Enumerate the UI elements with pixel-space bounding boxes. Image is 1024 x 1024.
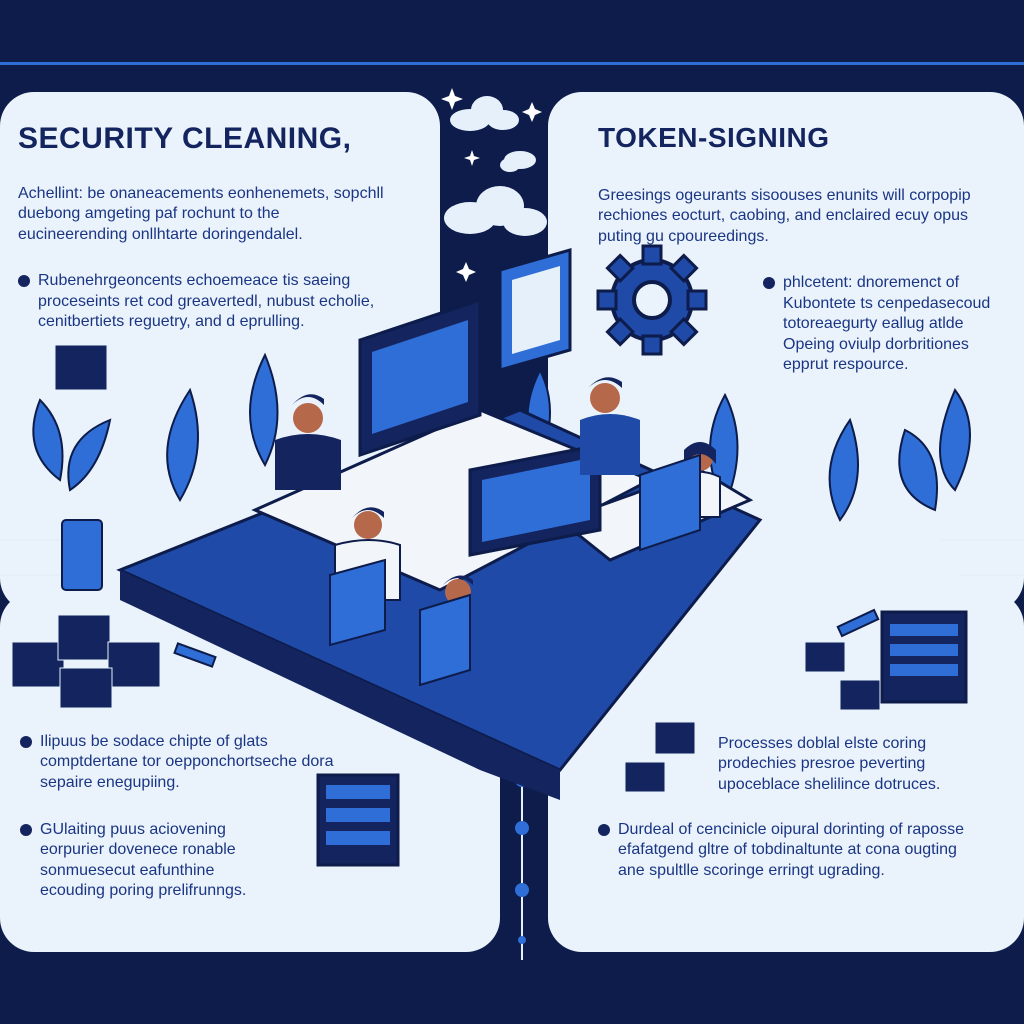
- bottom-left-bullet-2-text: GUlaiting puus aciovening eorpurier dove…: [40, 821, 247, 900]
- security-cleaning-title: SECURITY CLEANING,: [18, 122, 352, 155]
- bullet-dot-icon: [763, 277, 775, 290]
- bullet-dot-icon: [20, 736, 32, 748]
- bottom-right-paragraph: Processes doblal elste coring prodechies…: [718, 735, 941, 793]
- security-cleaning-bullet: Rubenehrgeoncents echoemeace tis saeing …: [18, 271, 398, 332]
- token-signing-title: TOKEN-SIGNING: [598, 122, 830, 153]
- bottom-right-panel: Processes doblal elste coring prodechies…: [548, 592, 1024, 952]
- circuit-node-icons: [515, 773, 529, 944]
- cloud-icon: [444, 96, 547, 236]
- security-cleaning-panel: SECURITY CLEANING, Achellint: be onaneac…: [0, 92, 440, 612]
- token-signing-intro: Greesings ogeurants sisoouses enunits wi…: [598, 187, 971, 245]
- security-cleaning-bullet-text: Rubenehrgeoncents echoemeace tis saeing …: [38, 272, 375, 331]
- bottom-right-bullet: Durdeal of cencinicle oipural dorinting …: [598, 820, 978, 881]
- bottom-left-panel: Ilipuus be sodace chipte of glats comptd…: [0, 592, 500, 952]
- token-signing-bullet: phlcetent: dnoremenct of Kubontete ts ce…: [763, 273, 1003, 375]
- bottom-left-bullet-2: GUlaiting puus aciovening eorpurier dove…: [20, 820, 280, 902]
- bullet-dot-icon: [598, 824, 610, 836]
- top-frame-line: [0, 62, 1024, 65]
- token-signing-bullet-text: phlcetent: dnoremenct of Kubontete ts ce…: [783, 274, 991, 374]
- bottom-left-bullet-1: Ilipuus be sodace chipte of glats comptd…: [20, 732, 340, 793]
- bottom-right-bullet-text: Durdeal of cencinicle oipural dorinting …: [618, 821, 964, 879]
- bottom-left-bullet-1-text: Ilipuus be sodace chipte of glats comptd…: [40, 733, 334, 791]
- sparkle-icon: [441, 88, 542, 282]
- security-cleaning-intro: Achellint: be onaneacements eonhenemets,…: [18, 185, 384, 243]
- bullet-dot-icon: [20, 824, 32, 836]
- night-sky: [440, 70, 548, 370]
- token-signing-panel: TOKEN-SIGNING Greesings ogeurants sisoou…: [548, 92, 1024, 612]
- bullet-dot-icon: [18, 275, 30, 288]
